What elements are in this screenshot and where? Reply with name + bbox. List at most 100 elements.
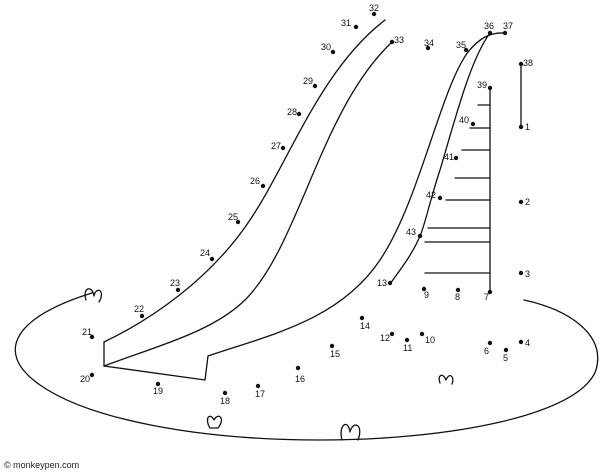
- dot-label-28: 28: [287, 107, 297, 117]
- dot-label-38: 38: [523, 58, 533, 68]
- dot-label-25: 25: [228, 212, 238, 222]
- slide-outer-edge: [103, 19, 386, 343]
- dot-18: [222, 390, 228, 396]
- dot-label-32: 32: [369, 3, 379, 13]
- dot-label-27: 27: [271, 141, 281, 151]
- dot-11: [404, 337, 410, 343]
- dot-label-20: 20: [80, 374, 90, 384]
- dot-label-1: 1: [525, 122, 530, 132]
- dot-label-23: 23: [170, 278, 180, 288]
- dot-13: [387, 280, 393, 286]
- dot-label-33: 33: [394, 35, 404, 45]
- dot-43: [417, 233, 423, 239]
- slide-bottom-lip: [103, 341, 209, 381]
- dot-label-36: 36: [484, 21, 494, 31]
- dot-40: [470, 121, 476, 127]
- dot-24: [209, 256, 215, 262]
- dot-label-8: 8: [455, 292, 460, 302]
- dot-30: [330, 49, 336, 55]
- dot-label-7: 7: [484, 292, 489, 302]
- dot-label-9: 9: [424, 290, 429, 300]
- dot-label-19: 19: [153, 386, 163, 396]
- dot-37: [502, 30, 508, 36]
- dot-23: [175, 287, 181, 293]
- dot-32: [371, 11, 377, 17]
- dot-39: [487, 85, 493, 91]
- dot-8: [455, 287, 461, 293]
- slide-top-back: [467, 32, 506, 53]
- dot-25: [235, 219, 241, 225]
- dot-label-37: 37: [503, 21, 513, 31]
- dot-label-15: 15: [330, 349, 340, 359]
- dot-5: [503, 347, 509, 353]
- dot-label-16: 16: [295, 374, 305, 384]
- slide-inner-edge: [103, 41, 393, 367]
- slide-top-front: [419, 32, 491, 237]
- dot-label-40: 40: [459, 115, 469, 125]
- dot-label-43: 43: [406, 227, 416, 237]
- dot-22: [139, 313, 145, 319]
- dot-label-30: 30: [321, 42, 331, 52]
- dot-label-4: 4: [525, 338, 530, 348]
- dot-label-26: 26: [250, 176, 260, 186]
- dot-28: [296, 111, 302, 117]
- dot-14: [359, 315, 365, 321]
- credit-text: © monkeypen.com: [4, 460, 80, 470]
- dot-label-3: 3: [525, 269, 530, 279]
- dot-36: [487, 30, 493, 36]
- dot-label-6: 6: [484, 346, 489, 356]
- dot-6: [487, 340, 493, 346]
- dot-20: [89, 372, 95, 378]
- dot-41: [453, 155, 459, 161]
- dot-4: [518, 339, 524, 345]
- dot-26: [260, 183, 266, 189]
- dot-7: [487, 289, 493, 295]
- dot-35: [463, 47, 469, 53]
- dot-label-10: 10: [425, 335, 435, 345]
- dot-label-42: 42: [426, 190, 436, 200]
- dot-38: [518, 61, 524, 67]
- dot-label-13: 13: [377, 278, 387, 288]
- dot-21: [89, 334, 95, 340]
- grass-tuft-right: [438, 374, 454, 385]
- dot-2: [518, 199, 524, 205]
- dot-label-17: 17: [255, 389, 265, 399]
- dot-label-41: 41: [444, 152, 454, 162]
- dot-34: [425, 45, 431, 51]
- dot-1: [518, 124, 524, 130]
- dot-29: [312, 83, 318, 89]
- dot-label-39: 39: [477, 80, 487, 90]
- dot-16: [295, 365, 301, 371]
- dot-9: [421, 286, 427, 292]
- dot-label-2: 2: [525, 197, 530, 207]
- dot-31: [353, 24, 359, 30]
- dot-label-31: 31: [341, 18, 351, 28]
- dot-19: [155, 381, 161, 387]
- dot-15: [329, 343, 335, 349]
- numbered-dots: 1234567891011121314151617181920212223242…: [80, 3, 533, 406]
- heart-shape-bottom: [206, 415, 222, 429]
- dot-label-22: 22: [134, 304, 144, 314]
- dot-3: [518, 270, 524, 276]
- dot-12: [389, 331, 395, 337]
- dot-33: [389, 39, 395, 45]
- dot-10: [419, 331, 425, 337]
- dot-17: [255, 383, 261, 389]
- dot-label-24: 24: [200, 248, 210, 258]
- dot-label-18: 18: [220, 396, 230, 406]
- dot-label-14: 14: [360, 321, 370, 331]
- grass-tuft-left: [84, 288, 103, 303]
- dot-label-11: 11: [403, 343, 412, 353]
- dot-27: [280, 145, 286, 151]
- dot-label-35: 35: [456, 40, 466, 50]
- slide-back-edge: [207, 51, 469, 357]
- ground-ellipse-left: [14, 292, 599, 441]
- dot-42: [437, 195, 443, 201]
- dot-label-12: 12: [380, 333, 390, 343]
- dot-label-21: 21: [82, 327, 92, 337]
- slide-front-leg: [389, 235, 421, 285]
- dot-label-5: 5: [503, 353, 508, 363]
- grass-tuft-bottom: [340, 423, 361, 441]
